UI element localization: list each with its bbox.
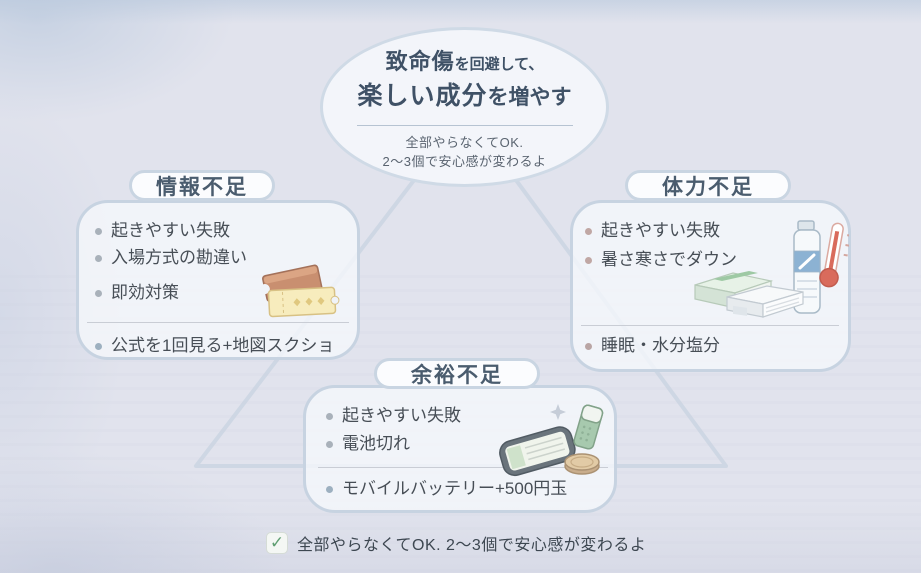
- list-item: 暑さ寒さでダウン: [585, 248, 737, 272]
- panel-divider: [87, 322, 349, 323]
- smartphone-icon: [499, 426, 576, 477]
- stamina-icons: [694, 220, 849, 318]
- remedy-item: 公式を1回見る+地図スクショ: [95, 334, 334, 358]
- sparkle-icon: [550, 404, 566, 420]
- bullet-text: 起きやすい失敗: [342, 406, 461, 425]
- bullet-text: 電池切れ: [342, 434, 410, 453]
- panel-margin-shortage: 余裕不足 起きやすい失敗 電池切れ モバイルバッテリー+500円玉: [303, 358, 617, 513]
- panel-divider: [581, 325, 839, 326]
- wipes-pack-icon: [694, 271, 804, 318]
- title-keyword: 致命傷: [385, 49, 455, 74]
- bullet-text: 暑さ寒さでダウン: [601, 250, 737, 269]
- list-item: 起きやすい失敗: [326, 404, 461, 428]
- list-item: 電池切れ: [326, 432, 410, 456]
- list-item: 起きやすい失敗: [585, 219, 720, 243]
- list-item: 起きやすい失敗: [95, 219, 230, 243]
- bullet-text: 即効対策: [111, 283, 179, 302]
- bullet-dot: [326, 412, 333, 420]
- footer-text: 全部やらなくてOK. 2〜3個で安心感が変わるよ: [297, 537, 647, 554]
- thermometer-icon: [819, 222, 849, 288]
- panel-information-shortage: 情報不足 起きやすい失敗 入場方式の勘違い 即効対策 公式を1回見る+地図スクシ…: [76, 170, 360, 360]
- panel-title-pill: 情報不足: [129, 170, 275, 201]
- panel-title: 体力不足: [662, 175, 754, 199]
- bullet-dot: [326, 485, 333, 493]
- bullet-dot: [95, 227, 102, 235]
- bullet-dot: [95, 289, 102, 297]
- central-goal-bubble: 致命傷を回避して、 楽しい成分を増やす 全部やらなくてOK. 2〜3個で安心感が…: [320, 27, 609, 187]
- bullet-dot: [326, 440, 333, 448]
- bullet-dot: [585, 342, 592, 350]
- remedy-item: 睡眠・水分塩分: [585, 334, 720, 358]
- panel-title-pill: 体力不足: [625, 170, 791, 201]
- panel-stamina-shortage: 体力不足 起きやすい失敗 暑さ寒さでダウン 睡眠・水分塩分: [570, 170, 851, 372]
- list-item: 即効対策: [95, 281, 179, 305]
- panel-divider: [318, 467, 608, 468]
- coin-icon: [564, 453, 600, 475]
- bubble-note-line1: 全部やらなくてOK.: [405, 135, 524, 150]
- bubble-note-line2: 2〜3個で安心感が変わるよ: [382, 154, 547, 169]
- footer-note: ✓ 全部やらなくてOK. 2〜3個で安心感が変わるよ: [266, 531, 646, 555]
- bullet-dot: [585, 256, 592, 264]
- panel-title-pill: 余裕不足: [374, 358, 540, 389]
- remedy-item: モバイルバッテリー+500円玉: [326, 477, 567, 501]
- bubble-title-line2: 楽しい成分を増やす: [357, 82, 572, 110]
- margin-icons: [499, 404, 604, 477]
- remedy-text: 睡眠・水分塩分: [601, 336, 720, 355]
- tickets-icon: [259, 264, 340, 318]
- bullet-text: 起きやすい失敗: [601, 221, 720, 240]
- panel-title: 余裕不足: [411, 363, 503, 387]
- bullet-dot: [585, 227, 592, 235]
- bubble-title-line1: 致命傷を回避して、: [385, 49, 544, 74]
- bubble-divider: [356, 125, 573, 126]
- bullet-text: 入場方式の勘違い: [111, 248, 247, 267]
- title-keyword: 楽しい成分: [357, 82, 488, 110]
- check-glyph: ✓: [269, 533, 285, 552]
- panel-title: 情報不足: [156, 175, 248, 199]
- list-item: 入場方式の勘違い: [95, 246, 247, 270]
- bullet-dot: [95, 254, 102, 262]
- remedy-text: 公式を1回見る+地図スクショ: [111, 336, 335, 355]
- remedy-text: モバイルバッテリー+500円玉: [342, 479, 568, 498]
- checkmark-icon: ✓: [266, 532, 288, 554]
- bullet-dot: [95, 342, 102, 350]
- power-bank-icon: [573, 404, 604, 450]
- bullet-text: 起きやすい失敗: [111, 221, 230, 240]
